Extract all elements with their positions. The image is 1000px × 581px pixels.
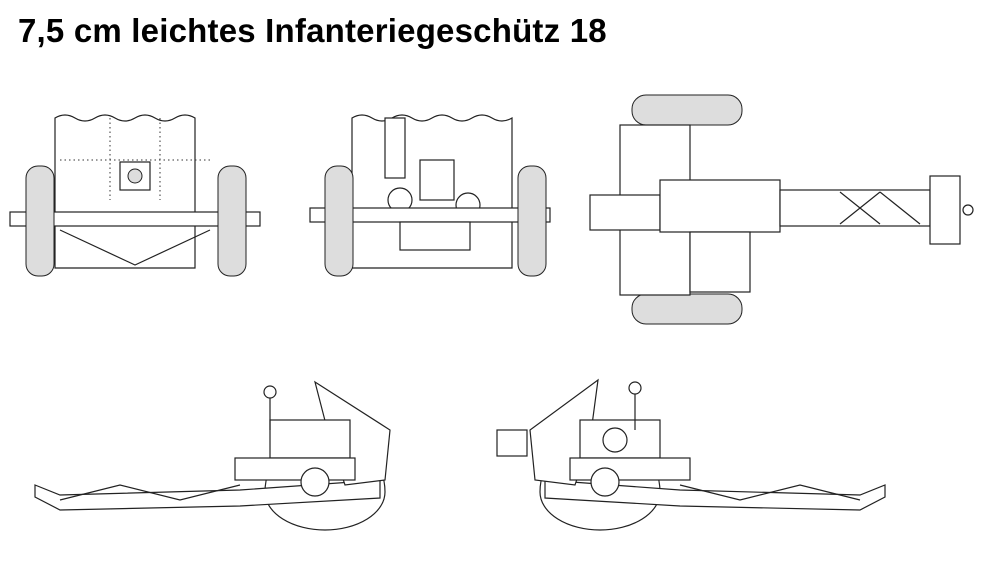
top-view [589,94,974,325]
drawing-title: 7,5 cm leichtes Infanteriegeschütz 18 [18,12,607,49]
right-side-view [496,378,886,531]
rear-view [309,114,551,277]
front-view [9,114,261,277]
left-side-view [34,380,391,531]
